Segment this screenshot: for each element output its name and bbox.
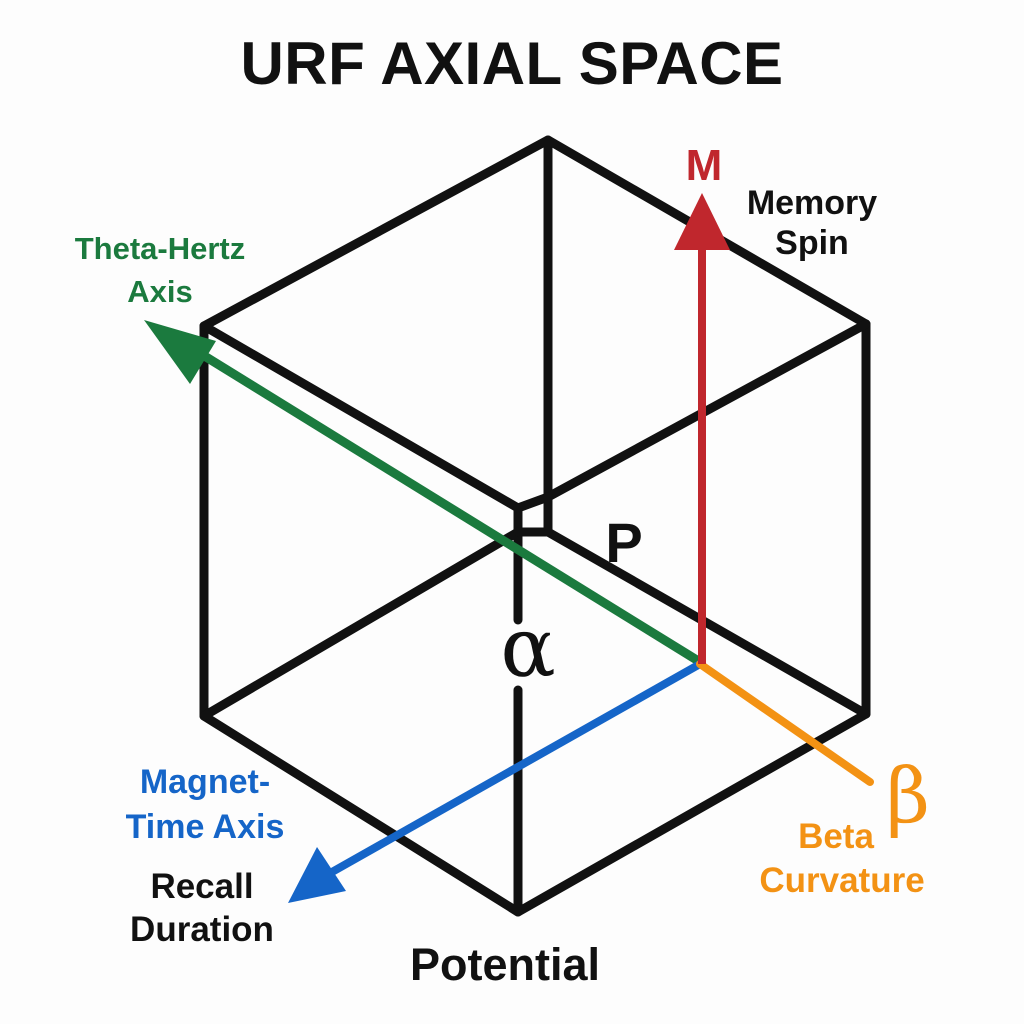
beta-symbol: β [886,751,930,840]
cube-edge-left-bottom [199,527,523,721]
theta-hertz-axis [144,320,703,666]
cube-wireframe [199,135,871,917]
beta-curvature-axis [696,660,874,786]
magnet-time-label-axis: Time Axis [126,808,285,846]
cube-outline [199,135,871,917]
memory-spin-label: Memory [747,184,877,222]
beta-curvature-label: Beta [798,817,874,856]
theta-arrow-icon [144,320,216,384]
cube-edge-right-bottom [543,527,871,719]
magnet-time-label: Magnet- [140,763,270,801]
magnet-time-axis [288,660,702,903]
beta-curvature-label-curvature: Curvature [759,861,924,900]
p-label: P [605,511,642,574]
cube-edge-right-top [543,319,871,502]
cube-center-notch [513,492,553,537]
recall-duration-label-duration: Duration [130,910,274,949]
memory-spin-label-spin: Spin [775,224,849,262]
alpha-symbol: α [500,601,555,696]
theta-hertz-label: Theta-Hertz [75,231,246,266]
recall-duration-label: Recall [150,867,253,906]
theta-hertz-label-axis: Axis [127,274,192,309]
cube-edge-left-top [199,321,523,513]
memory-m-symbol: M [686,141,723,190]
memory-arrow-icon [674,193,730,250]
page-title: URF AXIAL SPACE [240,30,783,97]
memory-spin-axis [674,193,730,664]
potential-label: Potential [410,939,600,990]
magnet-arrow-icon [288,847,346,903]
